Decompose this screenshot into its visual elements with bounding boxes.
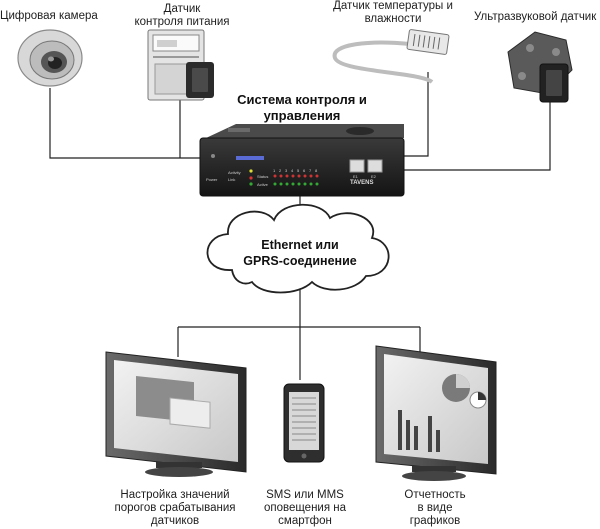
sms-output-line1: SMS или MMS xyxy=(266,489,344,501)
humidity-sensor-label-line1: Датчик температуры и xyxy=(333,0,453,12)
network-label-line1: Ethernet или xyxy=(261,238,339,252)
ethernet-port-e2 xyxy=(367,159,383,173)
port-number-7: 7 xyxy=(309,168,312,173)
port-number-1: 1 xyxy=(273,168,276,173)
camera-label: Цифровая камера xyxy=(0,10,98,22)
port-number-6: 6 xyxy=(303,168,306,173)
link-led-label: Link xyxy=(228,177,236,182)
ultrasonic-sensor-link xyxy=(402,100,551,171)
active-row-label: Active xyxy=(257,182,268,187)
connection-lines xyxy=(49,72,551,380)
network-label: Ethernet или GPRS-соединение xyxy=(230,237,370,269)
active-leds xyxy=(273,182,319,186)
power-sensor-label-line2: контроля питания xyxy=(134,16,230,28)
sms-output-label: SMS или MMS оповещения на смартфон xyxy=(245,489,365,528)
port-number-3: 3 xyxy=(285,168,288,173)
controller-title: Система контроля и управления xyxy=(222,92,382,124)
controller-title-line1: Система контроля и xyxy=(237,92,367,107)
ethernet-port-e1-label: E1 xyxy=(353,174,358,179)
settings-monitor-icon xyxy=(105,351,247,477)
port-number-8: 8 xyxy=(315,168,318,173)
port-number-5: 5 xyxy=(297,168,300,173)
reports-output-label: Отчетность в виде графиков xyxy=(380,489,490,528)
controller-title-line2: управления xyxy=(263,108,341,123)
power-meter-icon xyxy=(147,29,214,101)
port-number-2: 2 xyxy=(279,168,282,173)
reports-output-line3: графиков xyxy=(409,515,461,527)
humidity-sensor-label-line2: влажности xyxy=(364,13,422,25)
reports-output-line1: Отчетность xyxy=(404,489,466,501)
settings-output-line2: порогов срабатывания xyxy=(114,502,236,514)
status-leds xyxy=(273,174,319,178)
settings-output-line1: Настройка значений xyxy=(120,489,230,501)
sms-output-line2: оповещения на xyxy=(263,502,347,514)
cloud-shape xyxy=(206,203,390,294)
humidity-sensor-link xyxy=(402,72,429,157)
camera-link xyxy=(49,88,208,159)
activity-led-label: Activity xyxy=(228,170,241,175)
digital-camera-icon xyxy=(17,29,83,87)
sms-output-line3: смартфон xyxy=(278,515,332,527)
network-label-line2: GPRS-соединение xyxy=(243,254,357,268)
ethernet-port-e2-label: E2 xyxy=(371,174,376,179)
power-led-label: Power xyxy=(206,177,218,182)
settings-output-label: Настройка значений порогов срабатывания … xyxy=(100,489,250,528)
humidity-sensor-icon xyxy=(332,29,450,84)
ultrasonic-sensor-icon xyxy=(507,31,573,103)
humidity-sensor-label: Датчик температуры и влажности xyxy=(318,0,468,26)
power-sensor-label-line1: Датчик xyxy=(163,3,201,15)
reports-monitor-icon xyxy=(375,345,497,481)
settings-output-line3: датчиков xyxy=(150,515,200,527)
smartphone-icon xyxy=(283,383,325,463)
controller-device xyxy=(199,124,405,197)
cloud-to-outputs-link xyxy=(177,290,421,380)
status-row-label: Status xyxy=(257,174,269,179)
ethernet-port-e1 xyxy=(349,159,365,173)
ultrasonic-sensor-label: Ультразвуковой датчик xyxy=(474,11,597,23)
reports-output-line2: в виде xyxy=(417,502,453,514)
brand-label: TAVENS xyxy=(350,180,374,186)
port-number-4: 4 xyxy=(291,168,294,173)
power-sensor-label: Датчик контроля питания xyxy=(122,3,242,29)
